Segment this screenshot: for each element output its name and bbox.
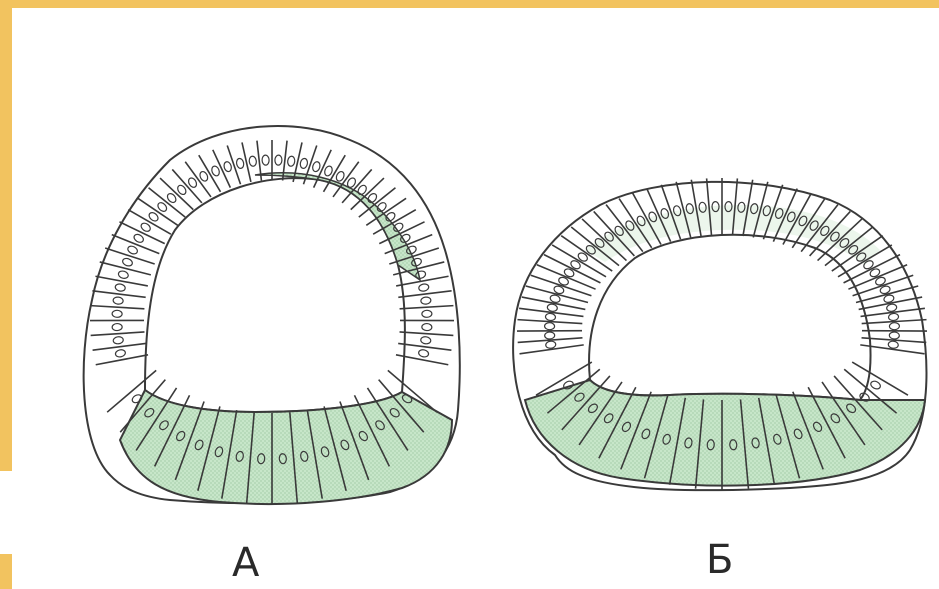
figure-label-a: А — [232, 543, 259, 583]
figure-label-b: Б — [706, 540, 733, 580]
embryo-a-illustration — [84, 126, 460, 505]
embryo-b-illustration — [513, 178, 927, 490]
